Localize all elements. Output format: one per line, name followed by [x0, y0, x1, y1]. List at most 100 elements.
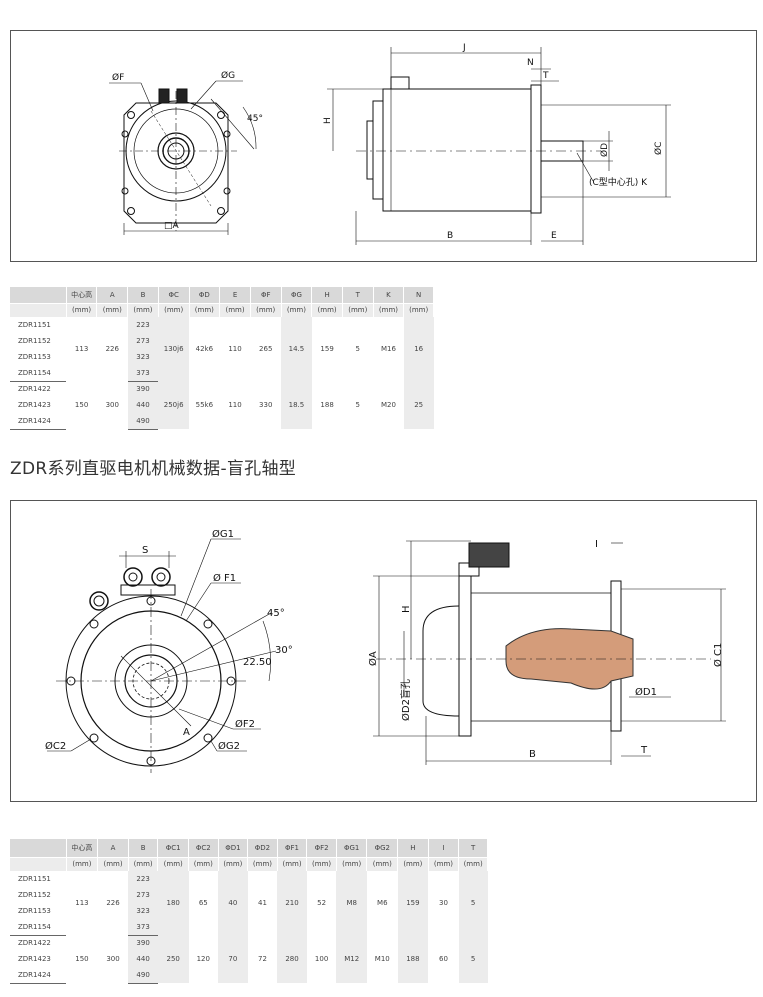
- t2-head-3: B: [128, 839, 159, 858]
- t2-head-11: ΦG2: [366, 839, 399, 858]
- t1-unit-7: (mm): [250, 303, 282, 317]
- t2-G2: M6: [377, 899, 388, 907]
- t1-model: ZDR1151: [18, 321, 51, 329]
- t2-T: 5: [458, 871, 488, 935]
- t1-A: 300: [105, 401, 119, 409]
- t1-model: ZDR1153: [18, 353, 51, 361]
- label-S: S: [142, 545, 148, 556]
- t2-head-7: ΦD2: [247, 839, 278, 858]
- t1-B: 440: [127, 397, 159, 413]
- t2-head-0: [10, 839, 67, 858]
- t2-model: ZDR1154: [10, 919, 67, 936]
- t2-model: ZDR1422: [18, 939, 51, 948]
- t2-C1: 250: [157, 935, 189, 983]
- t2-unit-12: (mm): [397, 857, 429, 871]
- table-row: ZDR1151 113 226 223 180 65 40 41 210 52 …: [10, 871, 488, 935]
- t2-head-14: T: [458, 839, 488, 858]
- spec-table-1: 中心高 A B ΦC ΦD E ΦF ΦG H T K N (mm) (mm) …: [10, 287, 434, 430]
- t1-C: 250j6: [158, 381, 189, 429]
- t1-D: 55k6: [195, 401, 214, 409]
- t2-H: 188: [397, 935, 429, 983]
- t2-B: 490: [128, 967, 158, 984]
- t2-unit-14: (mm): [458, 857, 488, 871]
- t1-unit-12: (mm): [403, 303, 434, 317]
- side-view-2: [373, 540, 726, 765]
- label-phiG1: ØG1: [212, 528, 234, 540]
- t1-C: 130j6: [158, 317, 189, 381]
- t1-head-0: [10, 287, 67, 304]
- label-22-50: 22.50: [243, 657, 272, 668]
- drawing-2-svg: ØG1 S Ø F1 45° 30° 22.50 A ØF2 ØC2 ØG2: [45, 528, 726, 773]
- label-phiF: ØF: [112, 72, 124, 83]
- label-phiF2: ØF2: [235, 718, 255, 730]
- t2-head-6: ΦD1: [218, 839, 249, 858]
- label-B: B: [447, 231, 453, 241]
- t1-B: 273: [127, 333, 159, 349]
- t2-D2: 41: [257, 899, 267, 907]
- t2-unit-1: (mm): [66, 857, 99, 871]
- t2-I: 60: [439, 955, 448, 963]
- t1-unit-11: (mm): [373, 303, 405, 317]
- label-T2: T: [640, 745, 648, 756]
- t2-unit-6: (mm): [218, 857, 249, 871]
- label-B2: B: [529, 749, 536, 760]
- t1-head-10: T: [342, 287, 374, 304]
- t2-center-height: 150: [75, 955, 89, 963]
- t2-G1: M8: [336, 871, 367, 935]
- table-row: ZDR1154 373: [10, 365, 434, 382]
- front-flange-outline: [123, 102, 229, 224]
- t2-head-5: ΦC2: [188, 839, 219, 858]
- t2-C1: 180: [157, 871, 189, 935]
- t1-head-4: ΦC: [158, 287, 190, 304]
- t2-unit-11: (mm): [366, 857, 399, 871]
- t1-head-11: K: [373, 287, 405, 304]
- t1-unit-5: (mm): [189, 303, 221, 317]
- t1-A: 226: [105, 345, 119, 353]
- spec-table-2: 中心高 A B ΦC1 ΦC2 ΦD1 ΦD2 ΦF1 ΦF2 ΦG1 ΦG2 …: [10, 839, 488, 984]
- side-view: [327, 47, 671, 245]
- label-N: N: [527, 58, 534, 68]
- t2-D1: 40: [218, 871, 248, 935]
- front-view-2: [47, 538, 277, 773]
- t1-B: 223: [127, 317, 159, 333]
- table-row: ZDR1153 323: [10, 349, 434, 365]
- label-center-hole: (C型中心孔) K: [589, 176, 648, 188]
- label-T: T: [542, 71, 549, 81]
- t1-head-8: ΦG: [281, 287, 313, 304]
- t1-model: ZDR1154: [10, 365, 67, 382]
- t1-unit-4: (mm): [158, 303, 190, 317]
- t2-D1: 70: [218, 935, 248, 983]
- t2-head-8: ΦF1: [277, 839, 308, 858]
- label-phiD: ØD: [599, 143, 610, 157]
- t1-N: 16: [403, 317, 434, 381]
- t2-model: ZDR1424: [10, 967, 67, 984]
- t1-unit-10: (mm): [342, 303, 374, 317]
- t2-head-9: ΦF2: [306, 839, 337, 858]
- t2-F2: 52: [317, 899, 327, 907]
- t2-unit-3: (mm): [128, 857, 159, 871]
- t1-head-5: ΦD: [189, 287, 221, 304]
- t2-B: 390: [128, 935, 158, 951]
- label-angle-30: 30°: [275, 645, 293, 656]
- t2-model: ZDR1151: [18, 875, 51, 883]
- t1-center-height: 113: [74, 345, 89, 353]
- table-row: ZDR1151 113 226 223 130j6 42k6 110 265 1…: [10, 317, 434, 381]
- t1-F: 265: [259, 345, 273, 353]
- t2-G1: M12: [336, 935, 367, 983]
- t2-B: 323: [128, 903, 158, 919]
- t2-A: 300: [106, 955, 120, 963]
- t2-C2: 65: [198, 899, 208, 907]
- t2-T: 5: [458, 935, 488, 983]
- table-row: ZDR1422 150 300 390 250j6 55k6 110 330 1…: [10, 381, 434, 429]
- t2-head-12: H: [397, 839, 429, 858]
- t2-unit-2: (mm): [97, 857, 129, 871]
- t2-B: 223: [128, 871, 158, 887]
- t2-unit-7: (mm): [247, 857, 278, 871]
- table-row: ZDR1152 273: [10, 333, 434, 349]
- t1-unit-9: (mm): [311, 303, 343, 317]
- side2-front-cap: [422, 605, 460, 717]
- t1-unit-1: (mm): [66, 303, 98, 317]
- table-row: ZDR1423 440: [10, 397, 434, 413]
- t1-T: 5: [355, 345, 361, 353]
- t2-model: ZDR1153: [18, 907, 51, 915]
